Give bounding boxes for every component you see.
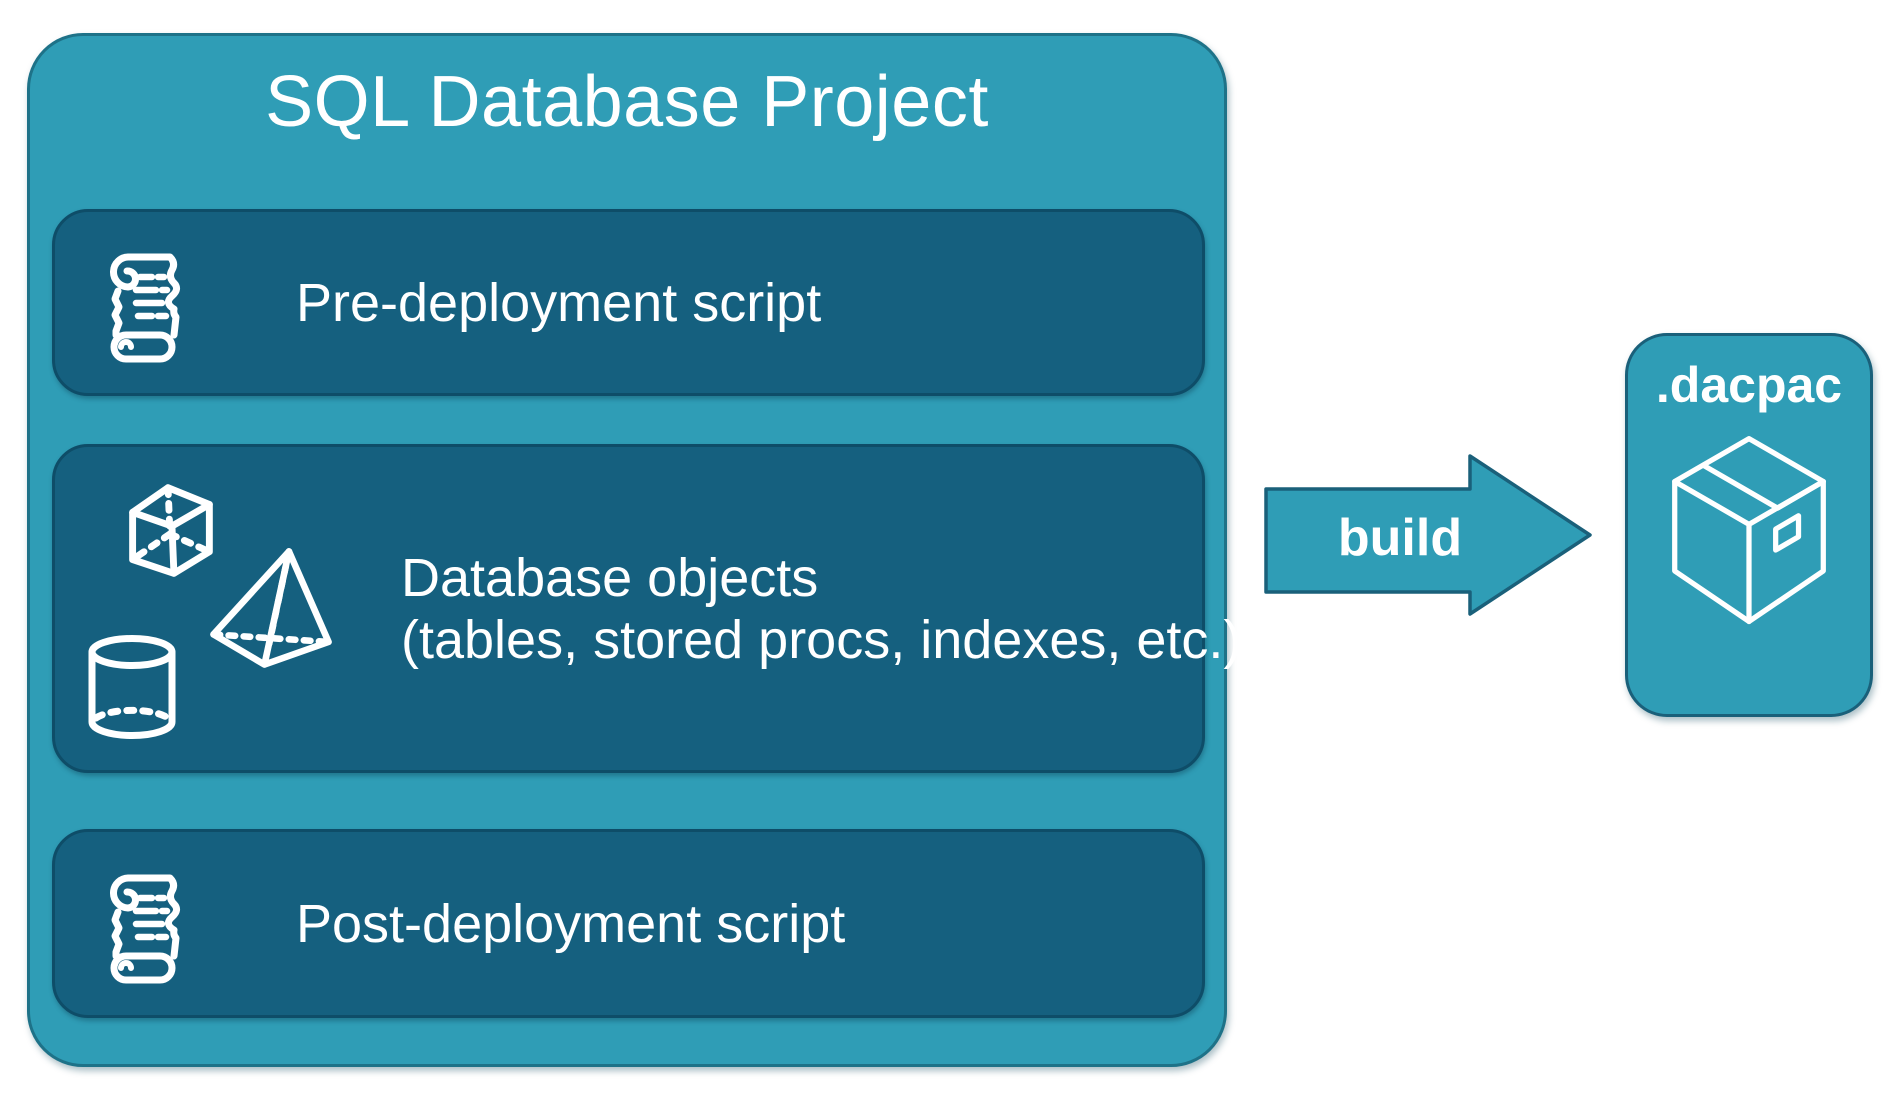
database-objects-label: Database objects (tables, stored procs, … [401, 547, 1241, 671]
pyramid-icon [210, 548, 332, 668]
dacpac-label: .dacpac [1655, 357, 1843, 413]
pre-deployment-script-label: Pre-deployment script [296, 272, 822, 333]
cube-icon [129, 484, 213, 577]
database-objects-box: Database objects (tables, stored procs, … [52, 444, 1241, 773]
build-arrow-label: build [1337, 509, 1463, 567]
cylinder-icon [88, 635, 176, 739]
scroll-icon [110, 253, 181, 362]
build-arrow-icon [1264, 454, 1592, 616]
scroll-icon [110, 874, 181, 983]
post-deployment-script-label: Post-deployment script [296, 893, 846, 954]
database-objects-subtitle: (tables, stored procs, indexes, etc.) [401, 609, 1242, 670]
pre-deployment-script-box: Pre-deployment script [52, 209, 1205, 396]
database-objects-title: Database objects [401, 547, 819, 608]
dacpac-box: .dacpac [1625, 333, 1873, 717]
project-title: SQL Database Project [265, 62, 989, 142]
sql-database-project-panel: SQL Database Project Pre-deployment scri… [27, 33, 1241, 1067]
package-icon [1672, 436, 1826, 625]
post-deployment-script-box: Post-deployment script [52, 829, 1205, 1018]
